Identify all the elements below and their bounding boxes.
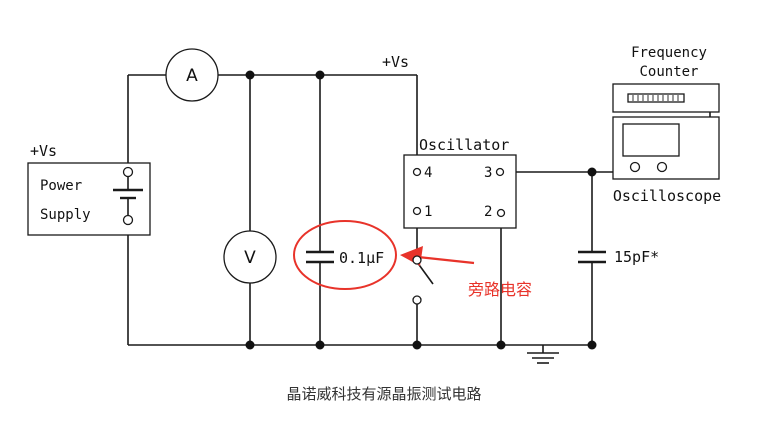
oscilloscope-label: Oscilloscope — [613, 187, 721, 205]
oscillator-label: Oscillator — [419, 136, 509, 154]
load-capacitor-value: 15pF* — [614, 248, 659, 266]
oscillator: Oscillator 4 3 1 2 — [403, 136, 517, 229]
annotation-arrow — [400, 246, 475, 266]
diagram-caption: 晶诺威科技有源晶振测试电路 — [286, 385, 482, 403]
bypass-capacitor-value: 0.1μF — [339, 249, 384, 267]
voltmeter: V — [223, 230, 277, 284]
power-supply: +Vs Power Supply — [27, 142, 151, 236]
frequency-counter-label-1: Frequency — [631, 45, 707, 61]
ammeter-label: A — [186, 66, 198, 86]
oscillator-pin-4: 4 — [424, 165, 432, 181]
ground-symbol — [527, 352, 559, 364]
bypass-capacitor: 0.1μF — [306, 249, 384, 267]
oscillator-pin-2: 2 — [484, 204, 492, 220]
highlight-ellipse — [293, 220, 397, 290]
vs-top-label: +Vs — [382, 53, 409, 71]
oscillator-pin-1: 1 — [424, 204, 432, 220]
junction-dots — [245, 70, 597, 350]
annotation-label: 旁路电容 — [468, 280, 532, 299]
ammeter: A — [165, 48, 219, 102]
load-capacitor: 15pF* — [578, 248, 659, 266]
power-supply-label-1: Power — [40, 178, 82, 194]
oscilloscope: Oscilloscope — [612, 116, 721, 205]
power-supply-label-2: Supply — [40, 207, 91, 223]
enable-switch — [412, 255, 422, 305]
vs-left-label: +Vs — [30, 142, 57, 160]
frequency-counter: Frequency Counter — [612, 45, 720, 113]
voltmeter-label: V — [244, 248, 256, 268]
oscillator-pin-3: 3 — [484, 165, 492, 181]
frequency-counter-label-2: Counter — [639, 64, 698, 80]
